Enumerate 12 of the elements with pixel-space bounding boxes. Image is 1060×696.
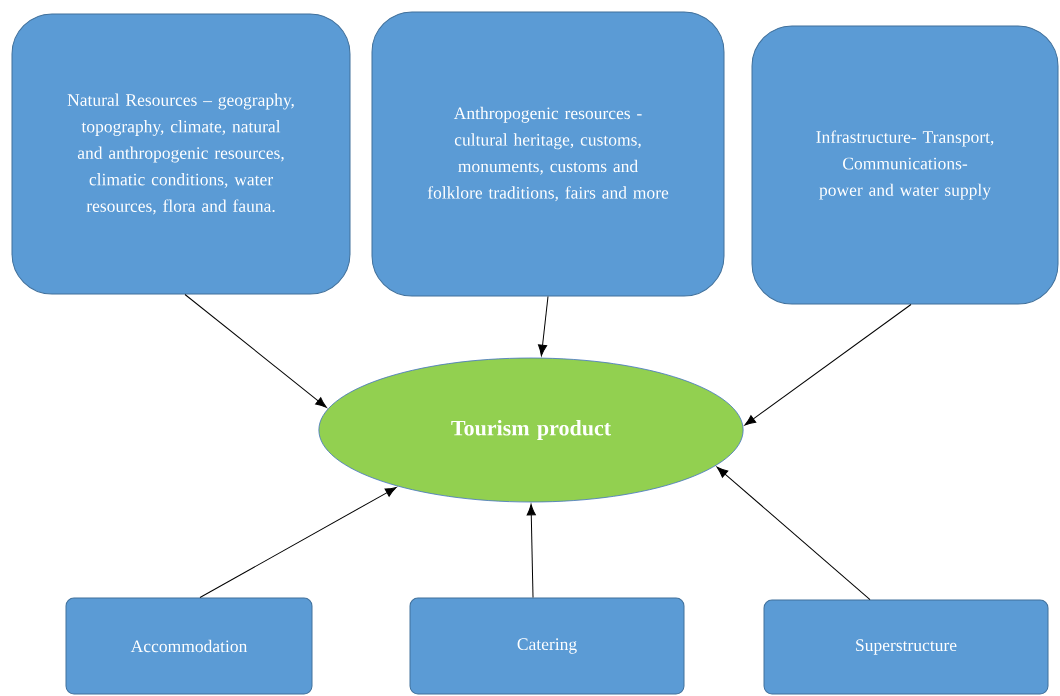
process-box: Catering xyxy=(409,597,685,695)
process-box: Accommodation xyxy=(65,597,313,695)
arrow xyxy=(526,503,536,598)
process-box: Infrastructure- Transport, Communications- power and water supply xyxy=(751,25,1059,305)
process-box: Natural Resources – geography, topography, climate, natural and anthropogenic resources, climatic conditions, water resources, flora and fauna. xyxy=(11,13,351,295)
arrow xyxy=(716,466,871,600)
arrow xyxy=(744,304,912,426)
arrow xyxy=(184,294,327,408)
arrow xyxy=(537,296,549,357)
arrow xyxy=(199,486,397,598)
process-box: Anthropogenic resources - cultural heritage, customs, monuments, customs and folklore traditions, fairs and more xyxy=(371,11,725,297)
process-box: Superstructure xyxy=(763,599,1049,695)
